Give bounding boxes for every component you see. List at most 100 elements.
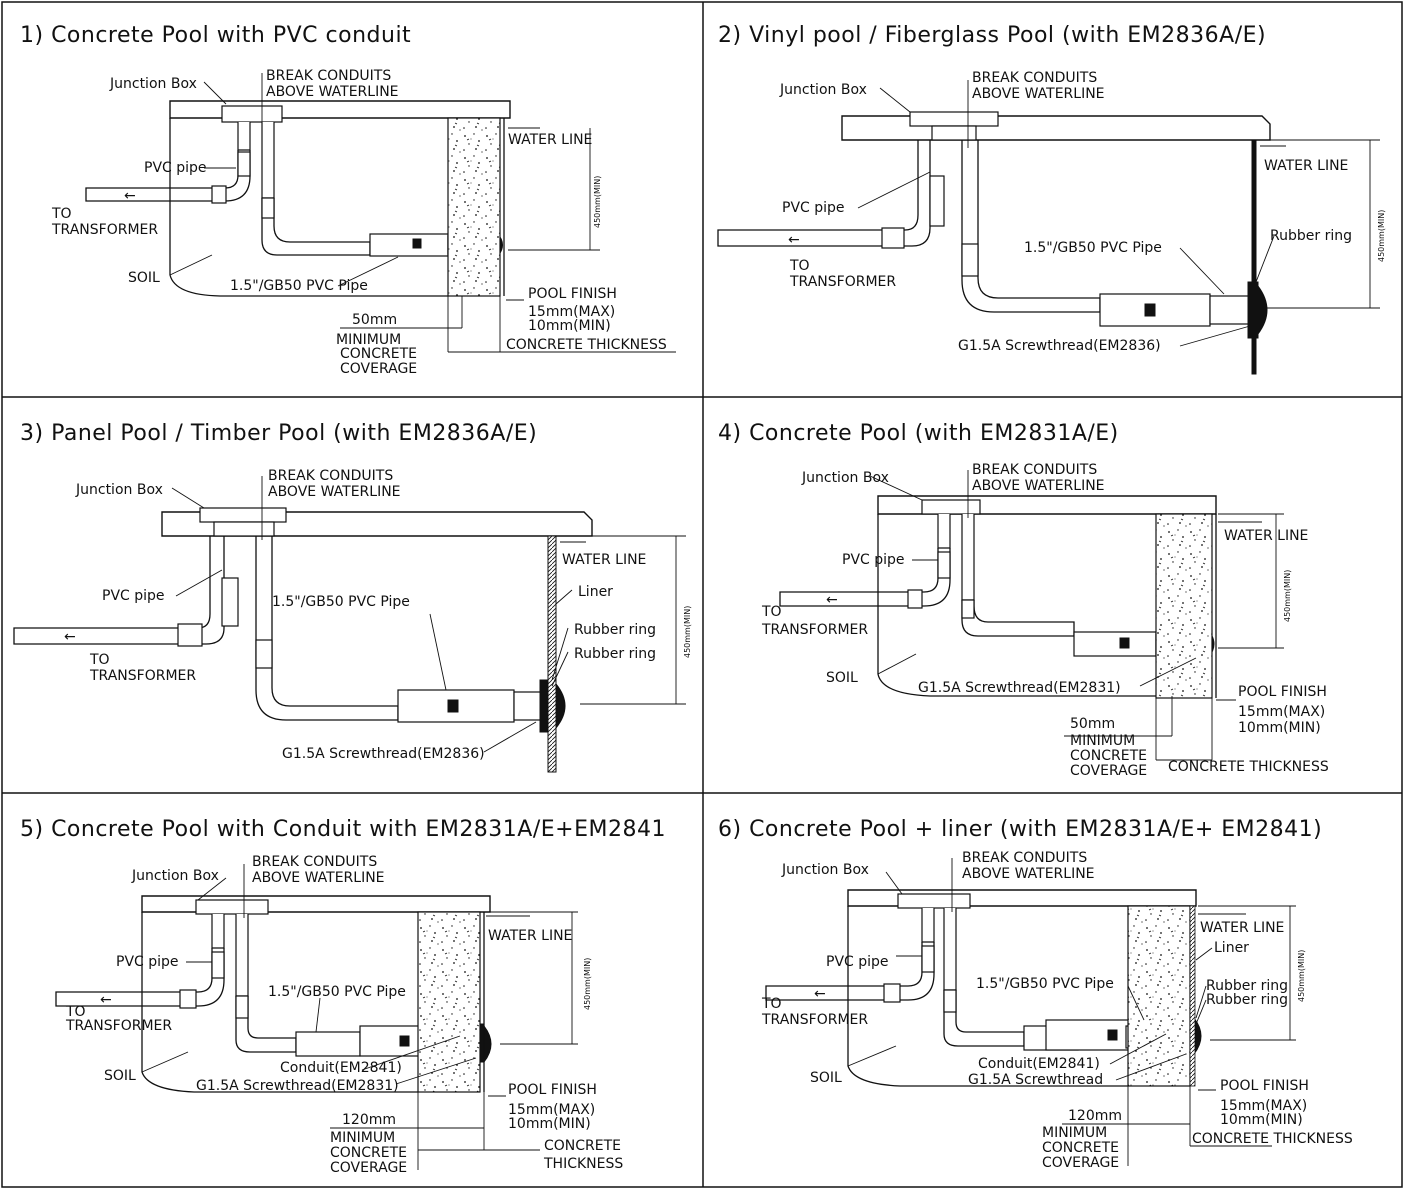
liner <box>1189 905 1196 1087</box>
svg-text:10mm(MIN): 10mm(MIN) <box>508 1116 591 1132</box>
svg-text:ABOVE WATERLINE: ABOVE WATERLINE <box>266 84 399 100</box>
svg-text:450mm(MIN): 450mm(MIN) <box>583 958 592 1010</box>
svg-text:PVC pipe: PVC pipe <box>102 588 165 604</box>
deck-slab <box>141 895 491 913</box>
svg-text:450mm(MIN): 450mm(MIN) <box>1297 950 1306 1002</box>
svg-text:WATER LINE: WATER LINE <box>1224 528 1308 544</box>
svg-text:←: ← <box>124 188 136 204</box>
svg-text:←: ← <box>826 592 838 608</box>
junction-box <box>195 899 269 915</box>
label-junction-box: Junction Box <box>801 470 889 486</box>
svg-text:ABOVE WATERLINE: ABOVE WATERLINE <box>252 870 385 886</box>
svg-text:15mm(MAX): 15mm(MAX) <box>1238 704 1325 720</box>
svg-text:TRANSFORMER: TRANSFORMER <box>761 622 868 638</box>
svg-text:WATER LINE: WATER LINE <box>488 928 572 944</box>
svg-text:50mm: 50mm <box>352 312 397 328</box>
transformer-conduit <box>55 948 225 1007</box>
light-housing <box>369 233 449 257</box>
svg-text:←: ← <box>788 232 800 248</box>
svg-text:CONCRETE THICKNESS: CONCRETE THICKNESS <box>1192 1131 1353 1147</box>
svg-text:TRANSFORMER: TRANSFORMER <box>65 1018 172 1034</box>
svg-text:COVERAGE: COVERAGE <box>340 361 417 377</box>
svg-text:Conduit(EM2841): Conduit(EM2841) <box>280 1060 402 1076</box>
svg-text:BREAK CONDUITS: BREAK CONDUITS <box>962 850 1087 866</box>
svg-text:Rubber ring: Rubber ring <box>1206 992 1288 1008</box>
svg-text:Liner: Liner <box>1214 940 1249 956</box>
svg-text:MINIMUM: MINIMUM <box>1042 1125 1107 1141</box>
svg-text:PVC pipe: PVC pipe <box>782 200 845 216</box>
svg-text:Rubber ring: Rubber ring <box>574 622 656 638</box>
panel-4: 4) Concrete Pool (with EM2831A/E) ← <box>718 421 1329 779</box>
svg-text:TO: TO <box>65 1004 86 1020</box>
svg-text:G1.5A Screwthread: G1.5A Screwthread <box>968 1072 1103 1088</box>
svg-text:MINIMUM: MINIMUM <box>336 332 401 348</box>
svg-text:10mm(MIN): 10mm(MIN) <box>1220 1112 1303 1128</box>
svg-text:1.5"/GB50 PVC Pipe: 1.5"/GB50 PVC Pipe <box>230 278 368 294</box>
soil-boundary <box>169 118 448 297</box>
svg-text:POOL FINISH: POOL FINISH <box>1220 1078 1309 1094</box>
svg-text:ABOVE WATERLINE: ABOVE WATERLINE <box>962 866 1095 882</box>
panel-6: 6) Concrete Pool + liner (with EM2831A/E… <box>718 817 1353 1171</box>
svg-text:ABOVE WATERLINE: ABOVE WATERLINE <box>972 478 1105 494</box>
svg-text:WATER LINE: WATER LINE <box>1264 158 1348 174</box>
svg-text:CONCRETE THICKNESS: CONCRETE THICKNESS <box>1168 759 1329 775</box>
deck-slab <box>841 115 1271 141</box>
svg-text:Rubber ring: Rubber ring <box>574 646 656 662</box>
pvc-conduit <box>237 122 251 151</box>
svg-text:PVC pipe: PVC pipe <box>144 160 207 176</box>
label-junction-box: Junction Box <box>75 482 163 498</box>
transformer-conduit <box>85 150 251 202</box>
label-junction-box: Junction Box <box>779 82 867 98</box>
svg-text:Liner: Liner <box>578 584 613 600</box>
svg-text:CONCRETE: CONCRETE <box>1042 1140 1119 1156</box>
svg-text:10mm(MIN): 10mm(MIN) <box>528 318 611 334</box>
svg-text:CONCRETE: CONCRETE <box>1070 748 1147 764</box>
panel-5: 5) Concrete Pool with Conduit with EM283… <box>20 817 666 1176</box>
junction-box <box>897 893 971 909</box>
label-junction-box: Junction Box <box>131 868 219 884</box>
label-junction-box: Junction Box <box>109 76 197 92</box>
svg-text:Rubber ring: Rubber ring <box>1270 228 1352 244</box>
svg-text:WATER LINE: WATER LINE <box>562 552 646 568</box>
svg-text:450mm(MIN): 450mm(MIN) <box>1377 210 1386 262</box>
concrete-wall <box>447 117 501 297</box>
svg-text:POOL FINISH: POOL FINISH <box>528 286 617 302</box>
svg-text:←: ← <box>64 629 76 645</box>
timber-wall <box>547 535 557 773</box>
svg-text:TRANSFORMER: TRANSFORMER <box>761 1012 868 1028</box>
svg-text:SOIL: SOIL <box>810 1070 842 1086</box>
svg-text:←: ← <box>100 992 112 1008</box>
svg-text:CONCRETE: CONCRETE <box>544 1138 621 1154</box>
svg-text:BREAK CONDUITS: BREAK CONDUITS <box>252 854 377 870</box>
svg-text:COVERAGE: COVERAGE <box>1042 1155 1119 1171</box>
svg-text:1.5"/GB50 PVC Pipe: 1.5"/GB50 PVC Pipe <box>268 984 406 1000</box>
panel-title: 2) Vinyl pool / Fiberglass Pool (with EM… <box>718 23 1266 48</box>
svg-text:COVERAGE: COVERAGE <box>1070 763 1147 779</box>
concrete-wall <box>1127 905 1191 1087</box>
junction-box <box>921 499 981 515</box>
svg-text:WATER LINE: WATER LINE <box>508 132 592 148</box>
svg-text:POOL FINISH: POOL FINISH <box>1238 684 1327 700</box>
svg-text:MINIMUM: MINIMUM <box>1070 733 1135 749</box>
svg-text:15mm(MAX): 15mm(MAX) <box>1220 1098 1307 1114</box>
svg-text:BREAK CONDUITS: BREAK CONDUITS <box>266 68 391 84</box>
svg-text:120mm: 120mm <box>1068 1108 1122 1124</box>
light-housing <box>1073 631 1157 657</box>
svg-text:ABOVE WATERLINE: ABOVE WATERLINE <box>268 484 401 500</box>
svg-text:120mm: 120mm <box>342 1112 396 1128</box>
deck-slab <box>169 100 511 119</box>
svg-text:50mm: 50mm <box>1070 716 1115 732</box>
svg-text:←: ← <box>814 986 826 1002</box>
junction-box <box>909 111 999 127</box>
panel-title: 5) Concrete Pool with Conduit with EM283… <box>20 817 666 842</box>
svg-text:BREAK CONDUITS: BREAK CONDUITS <box>972 462 1097 478</box>
svg-text:TO: TO <box>51 206 72 222</box>
transformer-conduit <box>765 942 935 1001</box>
svg-text:TO: TO <box>789 258 810 274</box>
svg-text:Rubber ring: Rubber ring <box>1206 978 1288 994</box>
svg-text:450mm(MIN): 450mm(MIN) <box>1283 570 1292 622</box>
panel-2: 2) Vinyl pool / Fiberglass Pool (with EM… <box>717 23 1386 375</box>
svg-text:PVC pipe: PVC pipe <box>826 954 889 970</box>
soil-boundary <box>847 906 1128 1087</box>
